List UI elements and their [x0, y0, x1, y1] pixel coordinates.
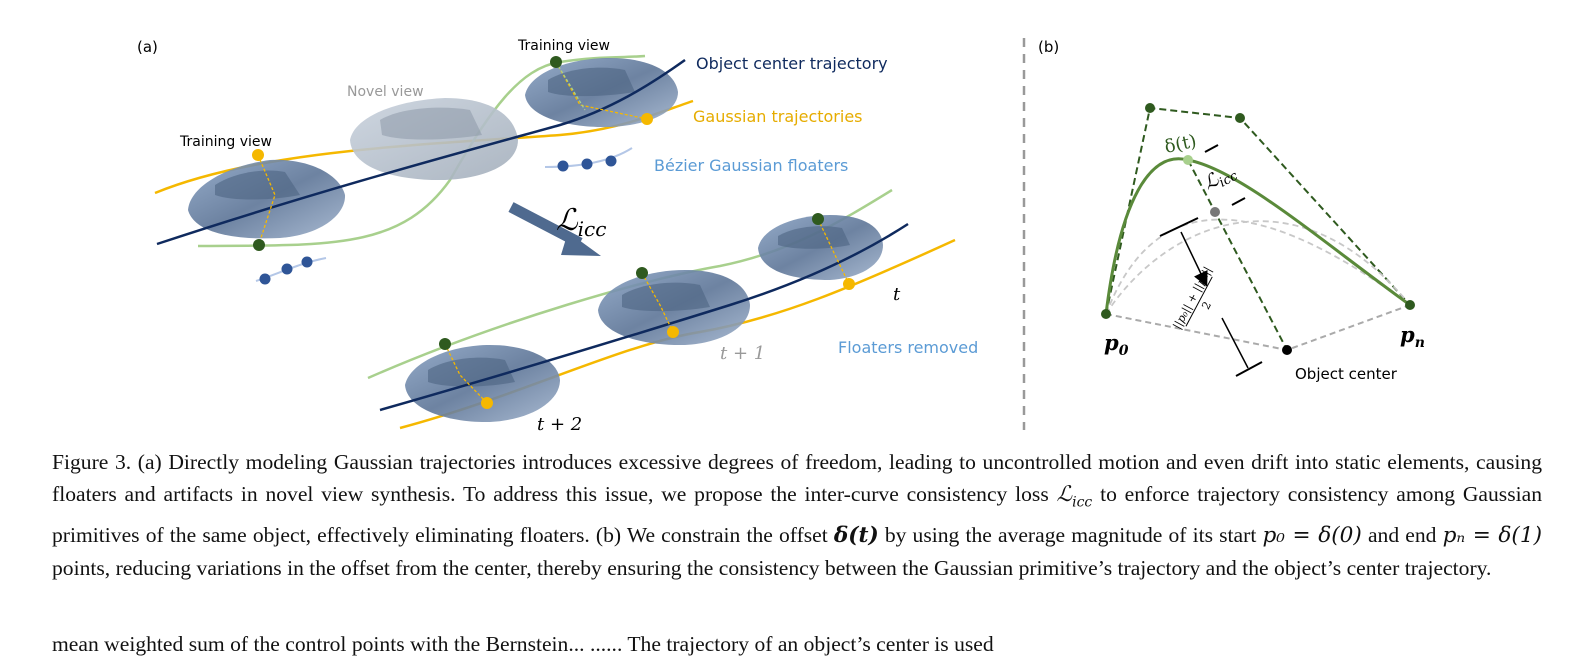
training-point-green-top — [550, 56, 562, 68]
bezier-curve — [1104, 157, 1411, 315]
label-t-plus-2: t + 2 — [537, 414, 582, 435]
point-yellow-t — [843, 278, 855, 290]
control-point — [1235, 113, 1245, 123]
floater-dot — [301, 256, 313, 268]
floater-dot — [605, 155, 617, 167]
point-yellow-t1 — [667, 326, 679, 338]
control-polygon — [1105, 106, 1411, 315]
figure-caption: Figure 3. (a) Directly modeling Gaussian… — [52, 446, 1542, 584]
bezier-floaters-label: Bézier Gaussian floaters — [654, 156, 848, 175]
car-novel-view — [350, 98, 518, 181]
caption-p0-eq: p₀ = δ(0) — [1262, 522, 1362, 548]
delta-point — [1183, 155, 1193, 165]
label-t: t — [893, 284, 901, 305]
caption-part: and end — [1361, 522, 1443, 547]
training-view-top-label: Training view — [517, 38, 610, 54]
caption-part: points, reducing variations in the offse… — [52, 555, 1492, 580]
floater-dot — [581, 158, 593, 170]
control-point-p0 — [1101, 309, 1111, 319]
object-center-point — [1282, 345, 1292, 355]
training-point-green-left — [253, 239, 265, 251]
loss-icc-label: ℒicc — [556, 203, 606, 241]
object-center-trajectory-label: Object center trajectory — [696, 54, 888, 73]
car-t-plus-2 — [405, 345, 560, 423]
novel-view-label: Novel view — [347, 84, 424, 100]
figure-3: (a) Training view Training view Novel vi… — [137, 38, 1425, 435]
label-t-plus-1: t + 1 — [720, 343, 765, 364]
car-training-left — [188, 159, 346, 239]
panel-b-label: (b) — [1038, 38, 1059, 56]
point-yellow-t2 — [481, 397, 493, 409]
figure-svg: (a) Training view Training view Novel vi… — [137, 38, 1425, 435]
training-view-left-label: Training view — [179, 134, 272, 150]
point-green-t — [812, 213, 824, 225]
object-center-trajectory-bottom — [379, 222, 909, 412]
caption-part: to enforce trajectory consistency among … — [52, 482, 1542, 547]
avg-numerator: ||p₀|| + ||pₙ|| — [1171, 265, 1216, 332]
point-green-t2 — [439, 338, 451, 350]
car-t-plus-1 — [598, 270, 750, 346]
offset-line — [1187, 159, 1288, 351]
car-t — [758, 215, 883, 280]
point-green-t1 — [636, 267, 648, 279]
car-training-top — [525, 58, 678, 128]
caption-part: Figure 3. (a) Directly modeling Gaussian… — [52, 450, 1542, 507]
delta-t-label: δ(t) — [1163, 131, 1199, 158]
caption-loss: ℒicc — [1056, 482, 1093, 511]
floater-dot — [557, 160, 569, 172]
avg-denominator: 2 — [1199, 299, 1214, 311]
p0-label: p0 — [1104, 330, 1129, 359]
gaussian-trajectories-label: Gaussian trajectories — [693, 107, 863, 126]
body-text-cutoff: mean weighted sum of the control points … — [52, 632, 994, 656]
floater-dot — [259, 273, 271, 285]
transition-arrow-head — [561, 232, 601, 256]
panel-a-label: (a) — [137, 38, 158, 56]
caption-pn-eq: pₙ = δ(1) — [1442, 522, 1543, 548]
control-point — [1145, 103, 1155, 113]
object-center-label: Object center — [1295, 365, 1398, 383]
avg-fraction: ||p₀|| + ||pₙ|| 2 — [1171, 265, 1216, 332]
training-point-yellow-top — [641, 113, 653, 125]
base-lines — [1105, 304, 1411, 352]
control-point-pn — [1405, 300, 1415, 310]
object-center-trajectory-top — [156, 58, 686, 246]
floaters-removed-label: Floaters removed — [838, 338, 978, 357]
caption-part: by using the average magnitude of its st… — [878, 522, 1263, 547]
training-point-yellow-left — [252, 149, 264, 161]
pn-label: pn — [1400, 322, 1425, 351]
avg-point — [1210, 207, 1220, 217]
floater-dot — [281, 263, 293, 275]
caption-delta: δ(t) — [833, 522, 879, 548]
